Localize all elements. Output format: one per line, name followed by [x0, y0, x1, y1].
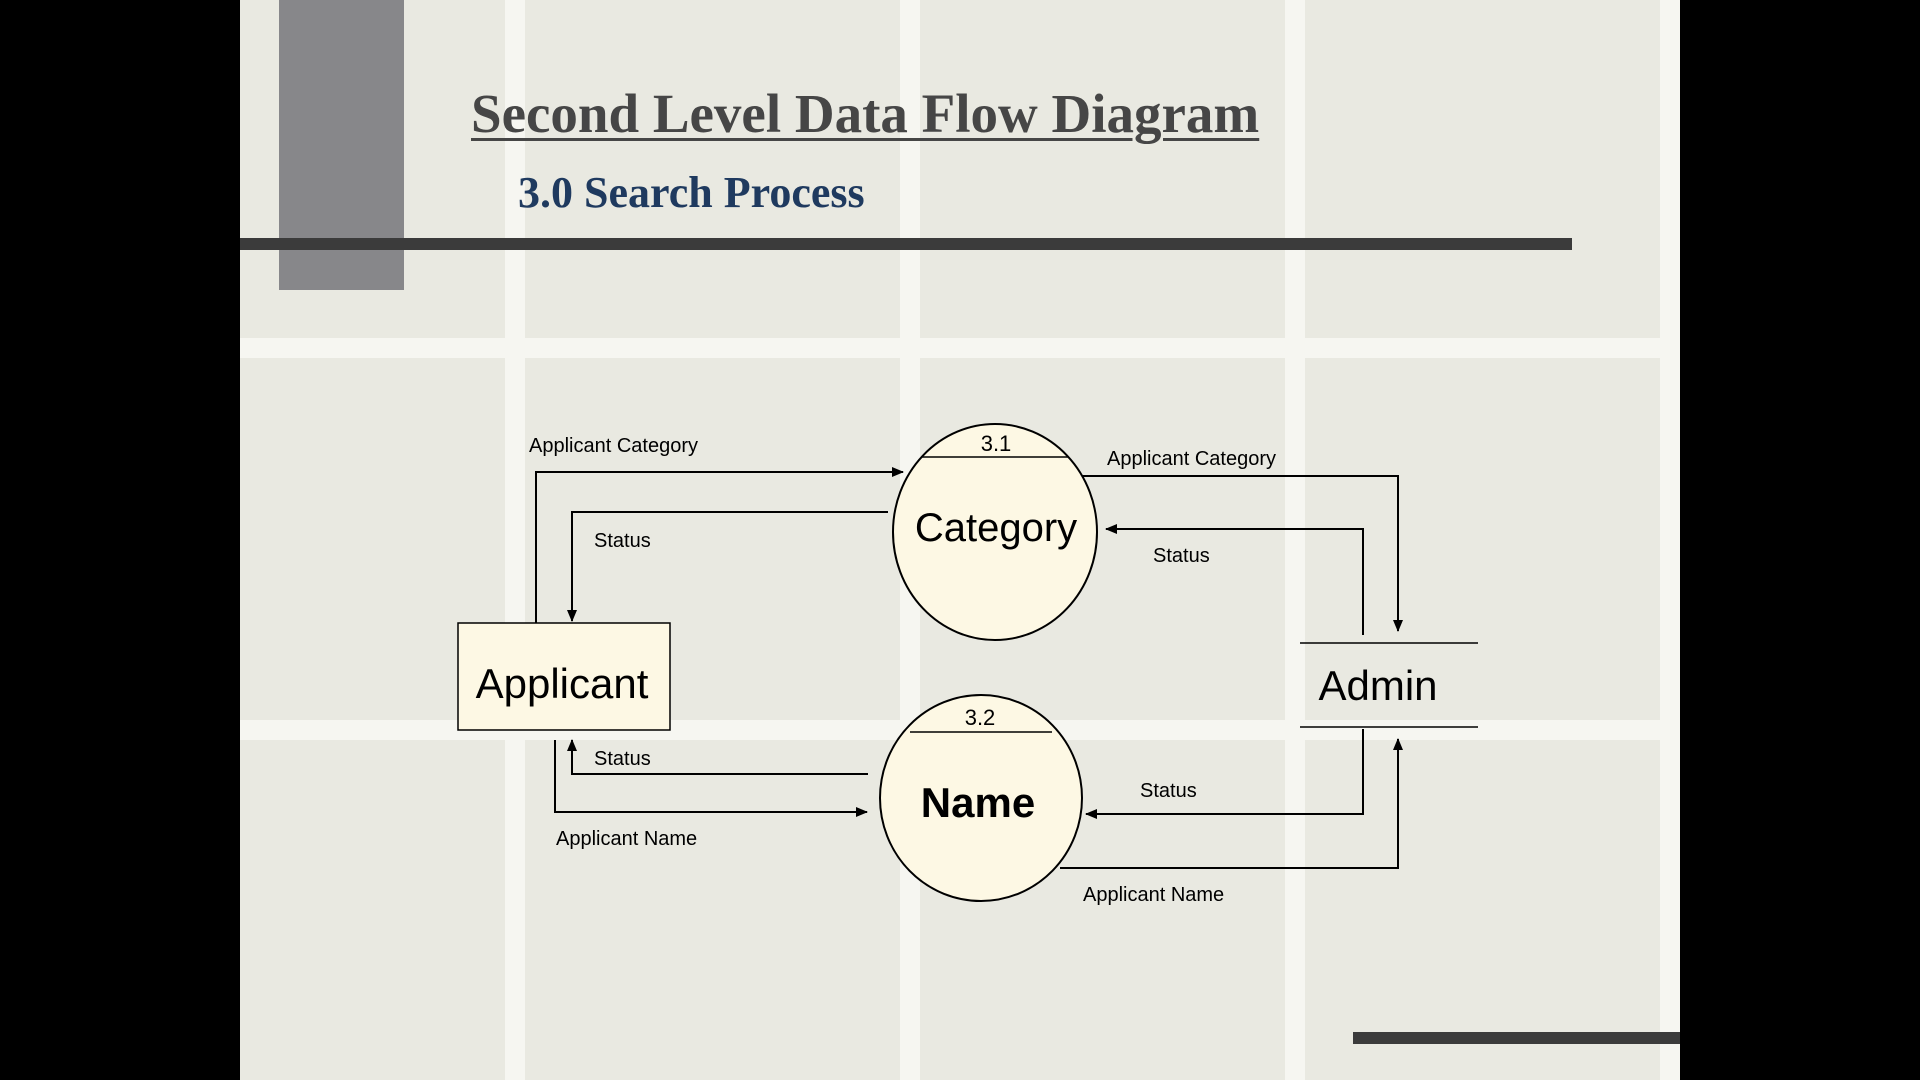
- slide-title: Second Level Data Flow Diagram: [471, 83, 1260, 144]
- slide: Second Level Data Flow Diagram 3.0 Searc…: [240, 0, 1680, 1080]
- title-divider: [240, 238, 1572, 250]
- entity-applicant-label: Applicant: [476, 660, 649, 707]
- flow-name-to-admin-label: Applicant Name: [1083, 884, 1224, 906]
- slide-subtitle: 3.0 Search Process: [518, 168, 865, 217]
- flow-name-to-applicant-label: Status: [594, 748, 651, 770]
- footer-divider: [1353, 1032, 1680, 1044]
- flow-name-to-admin: [1060, 738, 1403, 869]
- flow-applicant-to-category: [535, 467, 904, 623]
- entity-admin-label: Admin: [1318, 662, 1437, 709]
- process-name-number: 3.2: [965, 705, 996, 730]
- entity-admin: Admin: [1300, 642, 1478, 728]
- flow-admin-to-name: [1085, 729, 1364, 819]
- process-name: 3.2 Name: [879, 694, 1083, 902]
- flow-category-to-applicant-label: Status: [594, 530, 651, 552]
- flow-category-to-applicant: [567, 511, 888, 622]
- background-grid-line: [505, 0, 525, 1080]
- process-category-name: Category: [915, 506, 1077, 550]
- flow-category-to-admin: [1082, 475, 1403, 632]
- background-grid-line: [1660, 0, 1680, 1080]
- entity-applicant: Applicant: [457, 622, 671, 731]
- flow-admin-to-category: [1105, 524, 1364, 635]
- process-category-circle: [892, 423, 1098, 641]
- flow-applicant-to-name-label: Applicant Name: [556, 828, 697, 850]
- process-category: 3.1 Category: [892, 423, 1098, 641]
- process-name-name: Name: [921, 779, 1035, 826]
- background-grid-line: [1285, 0, 1305, 1080]
- entity-applicant-box: [457, 622, 671, 731]
- background-grid-line: [240, 338, 1680, 358]
- data-flow-diagram: 3.1 Category 3.2 Name Applicant Admin Ap…: [457, 423, 1478, 906]
- flow-admin-to-name-label: Status: [1140, 780, 1197, 802]
- flow-admin-to-category-label: Status: [1153, 545, 1210, 567]
- flow-category-to-admin-label: Applicant Category: [1107, 448, 1276, 470]
- flow-applicant-to-category-label: Applicant Category: [529, 435, 698, 457]
- process-category-number: 3.1: [981, 431, 1012, 456]
- process-name-circle: [879, 694, 1083, 902]
- flow-name-to-applicant: [567, 739, 868, 775]
- flow-applicant-to-name: [554, 740, 868, 817]
